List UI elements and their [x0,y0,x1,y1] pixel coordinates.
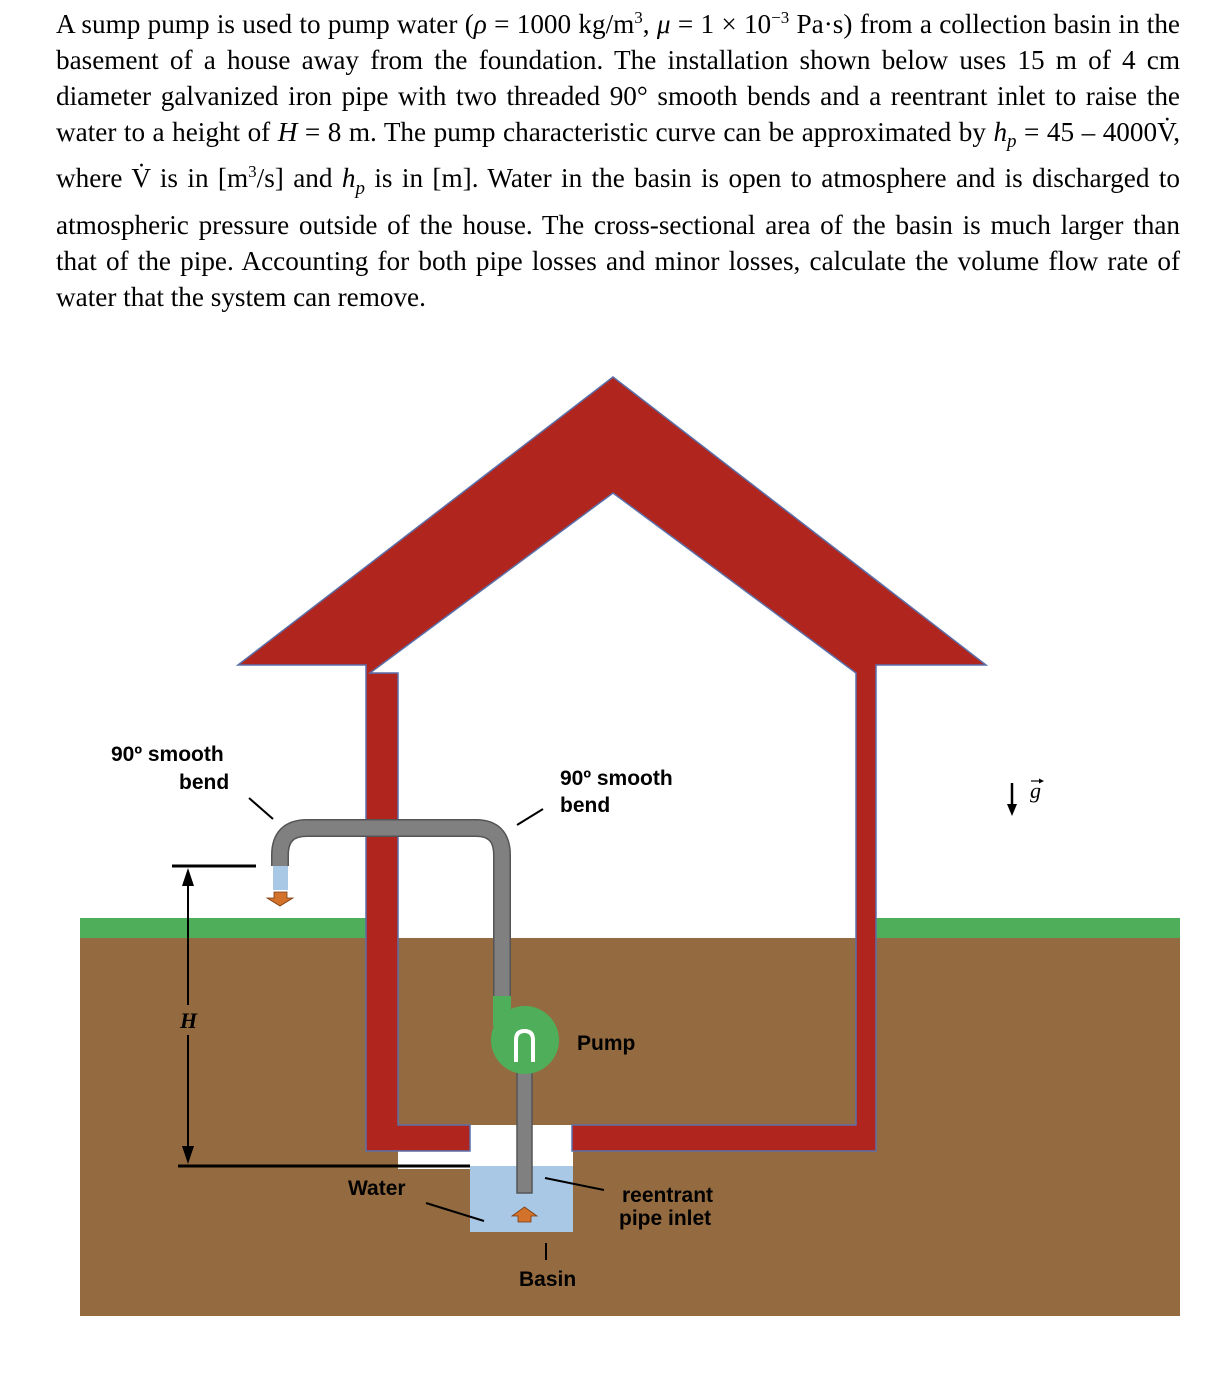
outflow-arrow-icon [265,891,295,907]
bend-left-label-2: bend [179,771,229,794]
discharge-water-stream [273,866,288,890]
house-walls [235,376,989,1152]
h-arrow-down-icon [182,1146,194,1164]
grass-right [876,918,1180,938]
gravity-arrow-icon [1007,804,1017,816]
leader-reentrant [544,1177,605,1191]
bend-right-label-1: 90º smooth [560,767,673,790]
leader-bend-right [516,808,544,826]
pump-label: Pump [577,1032,635,1055]
problem-statement: A sump pump is used to pump water (ρ = 1… [56,7,1181,312]
grass-left [80,918,368,938]
gravity-label: g [1030,778,1041,803]
reentrant-label-1: reentrant [622,1184,713,1207]
leader-water [425,1202,485,1222]
h-arrow-up-icon [182,868,194,886]
gravity-vector-head [1039,778,1044,784]
h-label: H [179,1008,198,1033]
leader-bend-left [248,797,274,820]
inflow-arrow-icon [510,1206,539,1223]
basin-label: Basin [519,1268,576,1291]
water-label: Water [348,1177,406,1200]
bend-right-label-2: bend [560,794,610,817]
pump [491,996,559,1074]
bend-left-label-1: 90º smooth [111,743,224,766]
reentrant-label-2: pipe inlet [619,1207,711,1230]
